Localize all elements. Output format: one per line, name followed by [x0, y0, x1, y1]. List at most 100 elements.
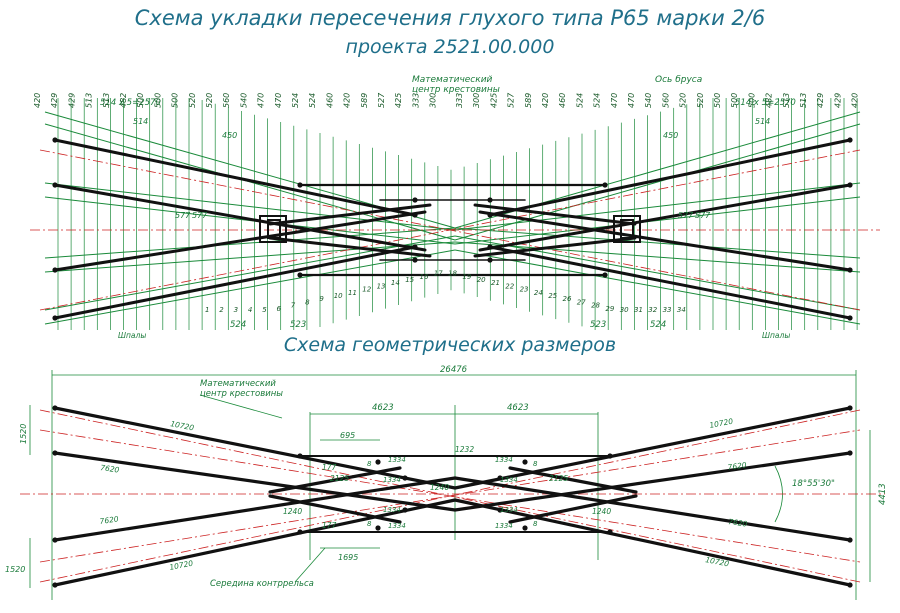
laying-scheme: Математический центр крестовины Ось брус… — [30, 75, 880, 340]
left-524: 524 — [230, 320, 246, 330]
tie-number-label: 34 — [677, 306, 686, 314]
tie-number-label: 27 — [577, 298, 586, 306]
joint-mark — [52, 405, 58, 411]
tie-number-label: 25 — [548, 292, 557, 300]
dim-7620-l: 7620 — [100, 463, 120, 475]
tie-number-label: 4 — [248, 306, 252, 314]
joint-marks — [52, 137, 853, 321]
tie-spacing-label: 425 — [489, 93, 498, 108]
geometry-scheme-title: Схема геометрических размеров — [283, 334, 617, 356]
dim-2125-r: 2125 — [549, 474, 568, 483]
diagram-title: Схема укладки пересечения глухого типа Р… — [134, 6, 766, 30]
tie-spacing-label: 589 — [524, 93, 533, 108]
right-523: 523 — [590, 320, 606, 330]
tie-number-label: 14 — [391, 279, 400, 287]
tie-number-label: 24 — [534, 289, 543, 297]
tie-spacing-label: 500 — [713, 93, 722, 108]
joint-mark — [297, 182, 303, 188]
ties-label-right: Шпалы — [762, 331, 790, 340]
joint-mark — [375, 459, 381, 465]
joint-mark — [52, 315, 58, 321]
right-577: 577 — [678, 211, 694, 220]
joint-mark — [847, 537, 853, 543]
joint-mark — [412, 244, 418, 250]
dim-1334-f: 1334 — [500, 476, 518, 484]
joint-mark — [847, 405, 853, 411]
tie-number-label: 8 — [305, 298, 310, 306]
dim-7620-r2: 7620 — [728, 517, 748, 529]
joint-mark — [607, 453, 613, 459]
crossing-angle: 18°55'30" — [792, 479, 835, 489]
joint-mark — [847, 182, 853, 188]
dim-4413: 4413 — [878, 483, 888, 505]
left-523: 523 — [290, 320, 306, 330]
total-length-dim: 26476 — [440, 365, 468, 375]
tie-spacing-label: 420 — [33, 93, 42, 108]
tie-spacing-label: 470 — [274, 93, 283, 108]
joint-mark — [602, 182, 608, 188]
joint-mark — [52, 137, 58, 143]
dim-1334-b: 1334 — [383, 476, 401, 484]
dim-2125-l: 2125 — [330, 474, 349, 483]
joint-mark — [847, 315, 853, 321]
math-center-label: Математический — [412, 75, 493, 85]
dim-1334-a: 1334 — [388, 456, 406, 464]
tie-number-label: 2 — [219, 306, 224, 314]
tie-spacing-label: 524 — [308, 93, 317, 108]
dim-8-a: 8 — [367, 460, 372, 468]
tie-spacing-label: 420 — [343, 93, 352, 108]
tie-spacing-label: 460 — [325, 93, 334, 108]
tie-number-label: 31 — [634, 306, 643, 314]
tie-spacing-label: 420 — [851, 93, 860, 108]
joint-mark — [487, 257, 493, 263]
tie-spacing-label: 520 — [696, 93, 705, 108]
joint-mark — [412, 212, 418, 218]
right-524: 524 — [650, 320, 666, 330]
tie-number-label: 7 — [291, 302, 296, 310]
dim-8-d: 8 — [533, 520, 538, 528]
half-left-dim: 4623 — [372, 403, 394, 413]
tie-number-label: 32 — [648, 306, 657, 314]
joint-mark — [522, 525, 528, 531]
lower-math-center-2: центр крестовины — [200, 389, 283, 399]
lower-math-center: Математический — [200, 379, 276, 389]
dim-1695: 1695 — [338, 553, 358, 562]
tie-spacing-label: 524 — [593, 93, 602, 108]
tie-spacing-label: 589 — [360, 93, 369, 108]
math-center-label-2: центр крестовины — [412, 85, 500, 95]
joint-mark — [487, 244, 493, 250]
tie-spacing-label: 300 — [472, 93, 481, 108]
tie-spacing-label: 333 — [455, 93, 464, 108]
tie-spacing-label: 429 — [816, 93, 825, 108]
tie-spacing-label: 513 — [102, 93, 111, 108]
right-514: 514 — [755, 117, 770, 126]
joint-mark — [52, 182, 58, 188]
dim-177-top: 177 — [322, 463, 337, 472]
ties-label-left: Шпалы — [118, 331, 146, 340]
tie-number-label: 10 — [334, 292, 343, 300]
tie-spacing-label: 513 — [799, 93, 808, 108]
lower-joint-marks — [52, 405, 853, 588]
left-577: 577 — [175, 211, 191, 220]
joint-mark — [412, 257, 418, 263]
joint-mark — [522, 459, 528, 465]
tie-spacing-label: 500 — [747, 93, 756, 108]
tie-spacing-label: 460 — [558, 93, 567, 108]
joint-mark — [847, 450, 853, 456]
dim-1232: 1232 — [455, 445, 474, 454]
dim-1240-r: 1240 — [592, 507, 611, 516]
tie-number-label: 3 — [234, 306, 238, 314]
tie-number-label: 21 — [491, 279, 500, 287]
dim-1334-g: 1334 — [500, 506, 518, 514]
left-450: 450 — [222, 131, 237, 140]
joint-mark — [52, 537, 58, 543]
right-450: 450 — [663, 131, 678, 140]
dim-1334-d: 1334 — [388, 522, 406, 530]
joint-mark — [412, 197, 418, 203]
joint-mark — [297, 453, 303, 459]
midpoint-label: Середина контррельса — [210, 579, 314, 589]
tie-spacing-label: 500 — [730, 93, 739, 108]
half-right-dim: 4623 — [507, 403, 529, 413]
dim-1334-c: 1334 — [383, 506, 401, 514]
